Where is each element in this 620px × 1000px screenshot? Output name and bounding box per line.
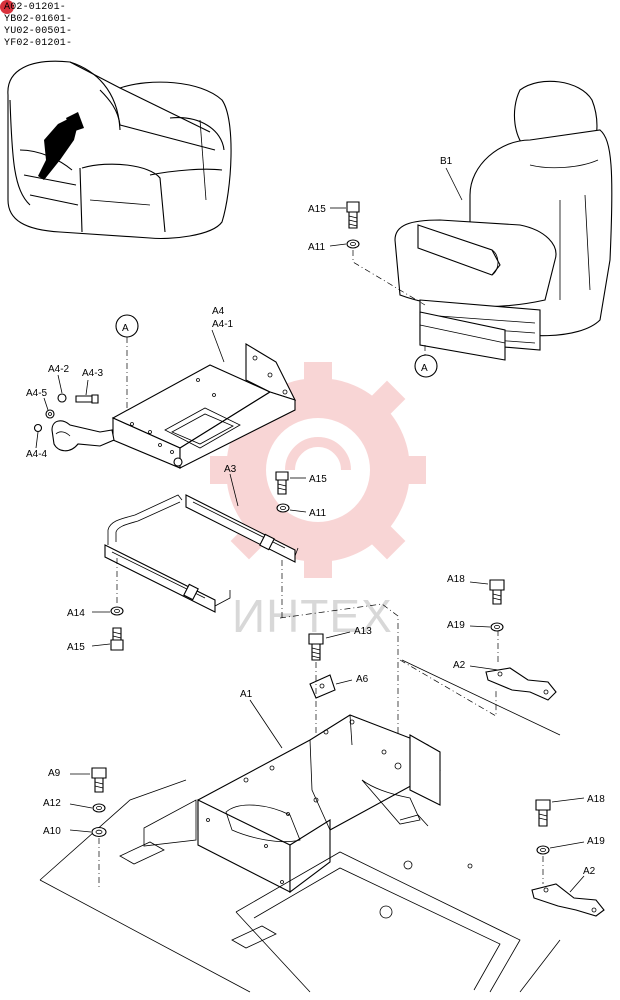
watermark-gear: [210, 362, 426, 578]
callout-a9: A9: [48, 768, 61, 779]
leader-a4: [211, 329, 225, 363]
callout-a18-low: A18: [587, 794, 605, 805]
leader-a13: [325, 631, 351, 639]
serial-range-2: YB02-01601-: [4, 14, 73, 25]
washer-a10: [91, 826, 107, 838]
callout-a12: A12: [43, 798, 61, 809]
callout-a13: A13: [354, 626, 372, 637]
serial-range-4: YF02-01201-: [4, 38, 73, 49]
brand-logo-dot: [0, 0, 14, 14]
leader-a12: [69, 803, 93, 809]
callout-a2-low: A2: [583, 866, 596, 877]
cab-inset-illustration: [7, 60, 232, 239]
bolt-a15-mid: [275, 471, 289, 495]
leader-a19-low: [549, 841, 585, 849]
seat-bracket-a4: [111, 343, 297, 469]
leader-a1: [249, 699, 283, 749]
washer-a11-top: [346, 239, 360, 249]
operator-seat-b1: [394, 80, 613, 361]
callout-a4: A4: [212, 306, 225, 317]
leader-a3: [229, 473, 239, 507]
callout-a4-4: A4-4: [26, 449, 48, 460]
callout-a15-top: A15: [308, 204, 326, 215]
bolt-a13: [308, 633, 324, 661]
leader-a15-low: [91, 643, 111, 647]
leader-a11-top: [329, 243, 347, 247]
washer-a19-low: [536, 845, 550, 855]
callout-a15-mid: A15: [309, 474, 327, 485]
callout-a11-mid: A11: [309, 508, 326, 519]
floor-plate: [39, 659, 561, 993]
leader-a18-low: [551, 797, 585, 803]
bolt-a15-low: [110, 627, 124, 651]
callout-a4-5: A4-5: [26, 388, 48, 399]
leader-a6: [335, 679, 353, 685]
seat-stand-a1: [197, 714, 441, 894]
leader-b1: [445, 167, 463, 201]
centerline-seat: [352, 250, 426, 306]
callout-b1: B1: [440, 156, 453, 167]
callout-a4-1: A4-1: [212, 319, 234, 330]
callout-a4-3: A4-3: [82, 368, 104, 379]
callout-a19-top: A19: [447, 620, 465, 631]
leader-a10: [69, 829, 92, 833]
callout-a15-low: A15: [67, 642, 85, 653]
callout-a10: A10: [43, 826, 61, 837]
callout-a4-2: A4-2: [48, 364, 70, 375]
watermark-text: ИНТЕХ: [232, 590, 393, 642]
plate-a6: [309, 674, 336, 699]
callout-a18-top: A18: [447, 574, 465, 585]
callout-a6: A6: [356, 674, 369, 685]
bracket-a2-top: [485, 667, 557, 701]
callout-a3: A3: [224, 464, 237, 475]
bolt-a18-top: [489, 579, 505, 605]
callout-a1: A1: [240, 689, 253, 700]
bolt-a9: [91, 767, 107, 793]
callout-a14: A14: [67, 608, 85, 619]
callout-a19-low: A19: [587, 836, 605, 847]
washer-a12: [92, 803, 106, 813]
serial-range-1: A02-01201-: [4, 2, 67, 13]
ref-circle-a-right: [414, 354, 438, 378]
serial-range-3: YU02-00501-: [4, 26, 73, 37]
washer-a19-top: [490, 622, 504, 632]
callout-a2-top: A2: [453, 660, 466, 671]
callout-ref-a-left: A: [122, 323, 129, 334]
leader-a18-top: [469, 581, 489, 585]
bracket-a2-low: [531, 883, 605, 917]
slide-rails-a3: [104, 494, 299, 613]
bolt-a15-top: [346, 201, 360, 229]
leader-a11-mid: [289, 509, 307, 513]
lever-assembly-a4-2: [33, 393, 115, 452]
leader-a19-top: [469, 625, 491, 628]
leader-a2-top: [469, 665, 499, 671]
leader-a2-low: [569, 875, 585, 893]
washer-a11-mid: [276, 503, 290, 513]
washer-a14: [110, 606, 124, 616]
callout-ref-a-right: A: [421, 363, 428, 374]
bolt-a18-low: [535, 799, 551, 827]
callout-a11-top: A11: [308, 242, 325, 253]
